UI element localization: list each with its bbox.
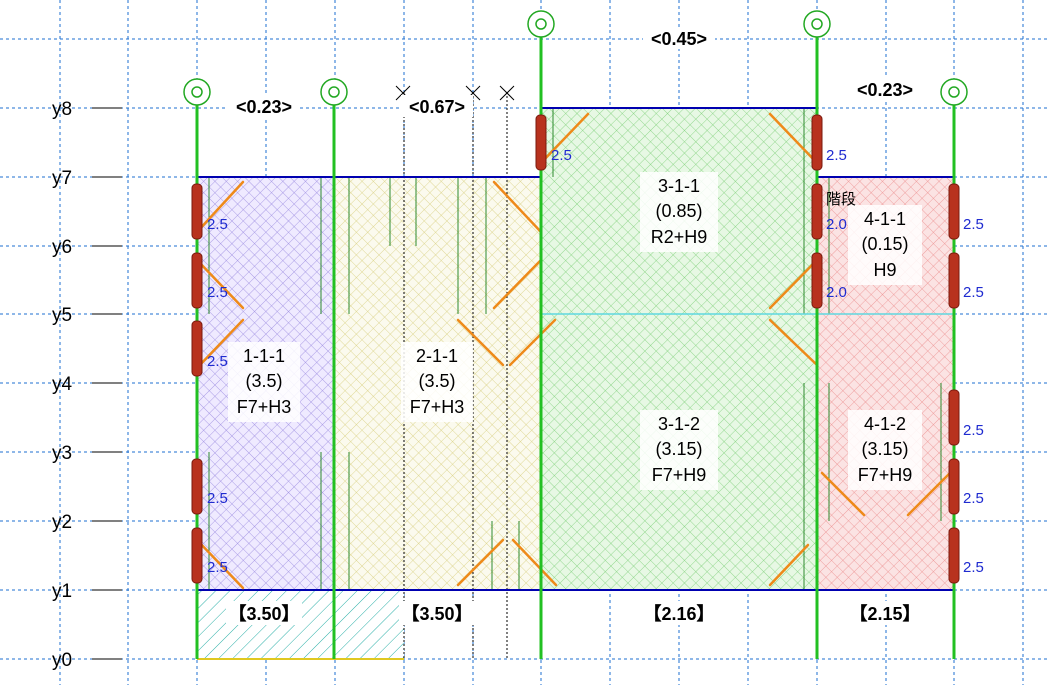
- area-label-1: 1-1-1 (3.5) F7+H3: [228, 342, 300, 422]
- area-label-3-1: 3-1-1 (0.85) R2+H9: [640, 172, 718, 252]
- top-span-label: <0.23>: [236, 97, 292, 117]
- grid-marker-icon: [183, 78, 211, 106]
- bottom-span-label: 【3.50】: [401, 604, 472, 624]
- y-label-y3: y3: [52, 443, 72, 464]
- area-label-4-1: 4-1-1 (0.15) H9: [848, 205, 922, 285]
- top-span-labels: <0.23> <0.67> <0.45> <0.23>: [228, 27, 921, 117]
- area-spec: F7+H9: [652, 465, 707, 485]
- column-markers: [183, 10, 968, 106]
- stair-label: 階段: [826, 191, 856, 208]
- wall-value: 2.5: [963, 490, 984, 507]
- wall-value: 2.5: [963, 284, 984, 301]
- area-id: 4-1-1: [864, 209, 906, 229]
- grid-marker-icon: [320, 78, 348, 106]
- y-axis: y0 y1 y2 y3 y4 y5 y6 y7 y8: [52, 99, 122, 671]
- area-spec: F7+H9: [858, 465, 913, 485]
- wall-value: 2.5: [826, 147, 847, 164]
- area-value: (3.5): [245, 371, 282, 391]
- wall-value: 2.5: [963, 559, 984, 576]
- area-label-4-2: 4-1-2 (3.15) F7+H9: [848, 410, 922, 490]
- area-label-2: 2-1-1 (3.5) F7+H3: [401, 342, 473, 422]
- bottom-span-labels: 【3.50】 【3.50】 【2.16】 【2.15】: [226, 601, 923, 625]
- y-label-y0: y0: [52, 650, 72, 671]
- bottom-span-label: 【2.16】: [643, 604, 714, 624]
- wall-value: 2.5: [963, 216, 984, 233]
- area-value: (0.85): [655, 201, 702, 221]
- area-spec: F7+H3: [410, 397, 465, 417]
- wall-value: 2.5: [207, 490, 228, 507]
- wall-value: 2.5: [551, 147, 572, 164]
- grid-marker-icon: [803, 10, 831, 38]
- area-value: (3.15): [861, 439, 908, 459]
- area-id: 3-1-2: [658, 414, 700, 434]
- grid-marker-icon: [940, 78, 968, 106]
- y-label-y7: y7: [52, 168, 72, 189]
- y-label-y8: y8: [52, 99, 72, 120]
- top-span-label: <0.23>: [857, 80, 913, 100]
- grid-marker-icon: [527, 10, 555, 38]
- area-label-3-2: 3-1-2 (3.15) F7+H9: [640, 410, 718, 490]
- area-id: 2-1-1: [416, 346, 458, 366]
- wall-value: 2.5: [207, 559, 228, 576]
- y-label-y5: y5: [52, 305, 72, 326]
- wall-value: 2.5: [207, 216, 228, 233]
- area-spec: H9: [873, 260, 896, 280]
- area-id: 1-1-1: [243, 346, 285, 366]
- area-id: 4-1-2: [864, 414, 906, 434]
- y-label-y4: y4: [52, 374, 73, 395]
- wall-bars: [191, 114, 960, 584]
- top-span-label: <0.45>: [651, 29, 707, 49]
- wall-value: 2.5: [963, 422, 984, 439]
- internal-wall-lines: [208, 108, 942, 590]
- cross-mark-icon: [499, 85, 515, 101]
- area-labels: 1-1-1 (3.5) F7+H3 2-1-1 (3.5) F7+H3 3-1-…: [228, 172, 922, 490]
- brace-lines: [195, 112, 952, 590]
- area-value: (3.15): [655, 439, 702, 459]
- wall-value: 2.5: [207, 353, 228, 370]
- wall-values: 2.5 2.5 2.5 2.5 2.5 2.5 2.0 2.0 2.5 2.5 …: [207, 147, 984, 576]
- wall-value: 2.5: [207, 284, 228, 301]
- y-label-y6: y6: [52, 237, 72, 258]
- y-label-y1: y1: [52, 581, 72, 602]
- wall-value: 2.0: [826, 284, 847, 301]
- reference-lines: [403, 92, 508, 659]
- wall-value: 2.0: [826, 216, 847, 233]
- area-value: (0.15): [861, 234, 908, 254]
- area-spec: F7+H3: [237, 397, 292, 417]
- area-id: 3-1-1: [658, 176, 700, 196]
- y-label-y2: y2: [52, 512, 72, 533]
- area-value: (3.5): [418, 371, 455, 391]
- bottom-span-label: 【3.50】: [228, 604, 299, 624]
- bottom-span-label: 【2.15】: [849, 604, 920, 624]
- area-spec: R2+H9: [651, 227, 708, 247]
- top-span-label: <0.67>: [409, 97, 465, 117]
